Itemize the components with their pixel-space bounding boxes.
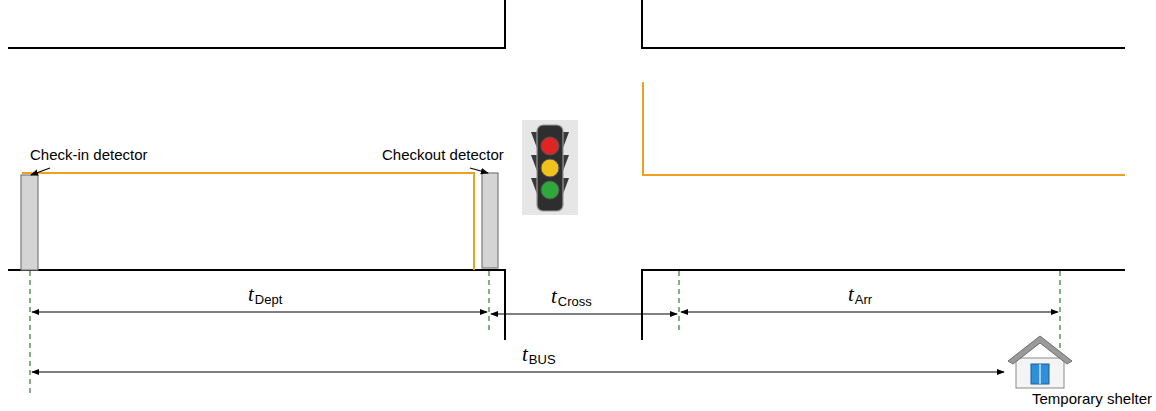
dimension-arrow — [32, 311, 487, 312]
time-subscript: Arr — [855, 293, 872, 308]
dimension-arrow — [32, 371, 1004, 372]
time-subscript: Cross — [558, 295, 592, 310]
dimension-arrow — [681, 311, 1058, 312]
reference-line — [488, 271, 489, 330]
house-wall — [1016, 358, 1064, 388]
time-symbol: t — [848, 282, 854, 306]
yellow-lamp — [541, 159, 559, 177]
detector-label: Check-in detector — [30, 146, 148, 163]
check-in-detector — [21, 175, 38, 270]
route-line — [643, 82, 1125, 175]
red-lamp — [541, 137, 559, 155]
checkout-detector — [482, 173, 498, 268]
house-window — [1031, 364, 1049, 384]
reference-lines — [30, 271, 1060, 396]
shelter-label: Temporary shelter — [1032, 390, 1152, 407]
green-lamp — [541, 181, 559, 199]
dimension-arrow — [491, 313, 677, 314]
reference-line — [1059, 271, 1060, 348]
house-roof — [1008, 336, 1072, 364]
road-edge — [642, 270, 1125, 340]
reference-line — [29, 271, 30, 396]
road-edge — [642, 0, 1125, 48]
road-edge — [8, 270, 505, 340]
traffic-light — [522, 120, 578, 215]
light-background — [522, 120, 578, 215]
leader-line — [31, 168, 50, 175]
house-icon — [1008, 336, 1072, 388]
dimension-arrows — [32, 312, 1058, 372]
leader-line — [470, 168, 488, 173]
road-edges — [8, 0, 1125, 340]
time-subscript: Dept — [255, 293, 282, 308]
time-symbol: t — [551, 284, 557, 308]
detector-label: Checkout detector — [382, 146, 504, 163]
route-line — [22, 173, 474, 270]
light-housing — [537, 125, 563, 211]
time-symbol: t — [522, 342, 528, 366]
road-edge — [8, 0, 505, 48]
time-subscript: BUS — [529, 353, 556, 368]
window-bar — [1039, 364, 1041, 384]
time-symbol: t — [248, 282, 254, 306]
bus-route — [22, 82, 1125, 270]
reference-line — [678, 271, 679, 330]
